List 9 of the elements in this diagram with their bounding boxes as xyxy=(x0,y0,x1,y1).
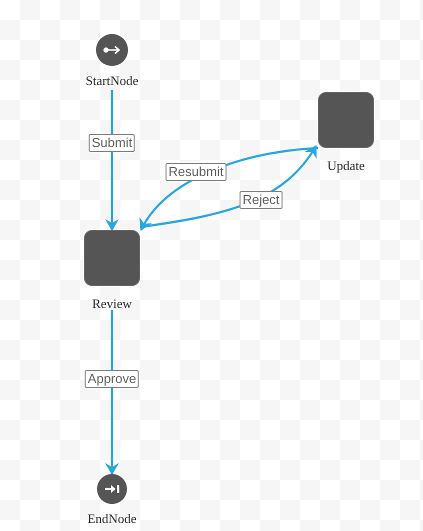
edge-label: Resubmit xyxy=(166,163,226,181)
node-label: StartNode xyxy=(86,74,138,88)
node-label: EndNode xyxy=(87,512,137,526)
arrow xyxy=(105,310,119,475)
node-label: Review xyxy=(92,297,132,311)
node-label: Update xyxy=(327,159,365,173)
edge-label: Submit xyxy=(88,134,136,152)
edge-label: Approve xyxy=(84,370,140,388)
edge-label: Reject xyxy=(240,191,282,209)
